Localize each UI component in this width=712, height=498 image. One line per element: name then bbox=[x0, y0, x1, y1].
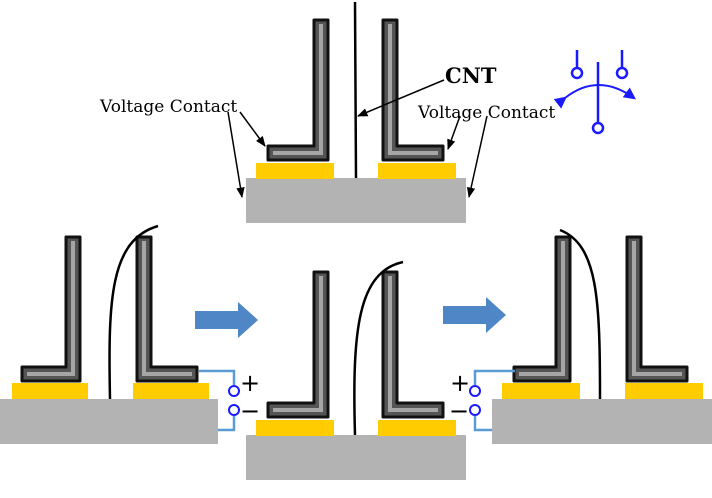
terminal-icon bbox=[469, 385, 481, 397]
cnt-label: CNT bbox=[445, 63, 497, 88]
vc-left-pointer-2 bbox=[227, 111, 245, 199]
plus-sign: + bbox=[240, 369, 260, 397]
terminal-icon bbox=[469, 404, 481, 416]
nanotube-bent bbox=[353, 260, 404, 436]
voltage-contact-label-left: Voltage Contact bbox=[99, 97, 237, 117]
substrate bbox=[492, 399, 712, 444]
wire-upper bbox=[199, 369, 236, 385]
minus-sign: − bbox=[240, 397, 260, 425]
vc-right-pointer-2 bbox=[466, 115, 488, 199]
terminal-icon bbox=[228, 404, 240, 416]
gold-pad-left bbox=[256, 420, 334, 436]
vc-left-pointer-1 bbox=[239, 111, 266, 147]
right-arrow-icon bbox=[443, 297, 506, 333]
cnt-pointer bbox=[357, 79, 445, 117]
bottom-right-panel: + − bbox=[449, 228, 712, 444]
terminal-icon bbox=[228, 385, 240, 397]
substrate bbox=[0, 399, 218, 444]
nanotube-bent bbox=[108, 224, 159, 400]
nanotube bbox=[353, 1, 358, 179]
gold-pad-right bbox=[133, 383, 209, 399]
gold-pad-right bbox=[378, 420, 456, 436]
gold-pad-left bbox=[256, 163, 334, 179]
substrate bbox=[246, 178, 466, 223]
gold-pad-left bbox=[12, 383, 88, 399]
bottom-center-panel bbox=[246, 260, 466, 480]
wire-lower bbox=[473, 416, 492, 432]
gold-pad-right bbox=[378, 163, 456, 179]
top-panel: CNT Voltage Contact Voltage Contact bbox=[99, 1, 555, 223]
gold-pad-left bbox=[502, 383, 580, 399]
bottom-left-panel: + − bbox=[0, 224, 260, 444]
wire-upper bbox=[473, 369, 515, 385]
gold-pad-right bbox=[625, 383, 703, 399]
minus-sign: − bbox=[449, 397, 469, 425]
vc-right-pointer-1 bbox=[447, 115, 461, 150]
rotation-icon bbox=[553, 50, 636, 135]
right-arrow-icon bbox=[195, 302, 258, 338]
substrate bbox=[246, 435, 466, 480]
voltage-contact-label-right: Voltage Contact bbox=[417, 103, 555, 123]
wire-lower bbox=[218, 416, 236, 432]
plus-sign: + bbox=[450, 369, 470, 397]
nanotube-bent bbox=[559, 228, 602, 400]
